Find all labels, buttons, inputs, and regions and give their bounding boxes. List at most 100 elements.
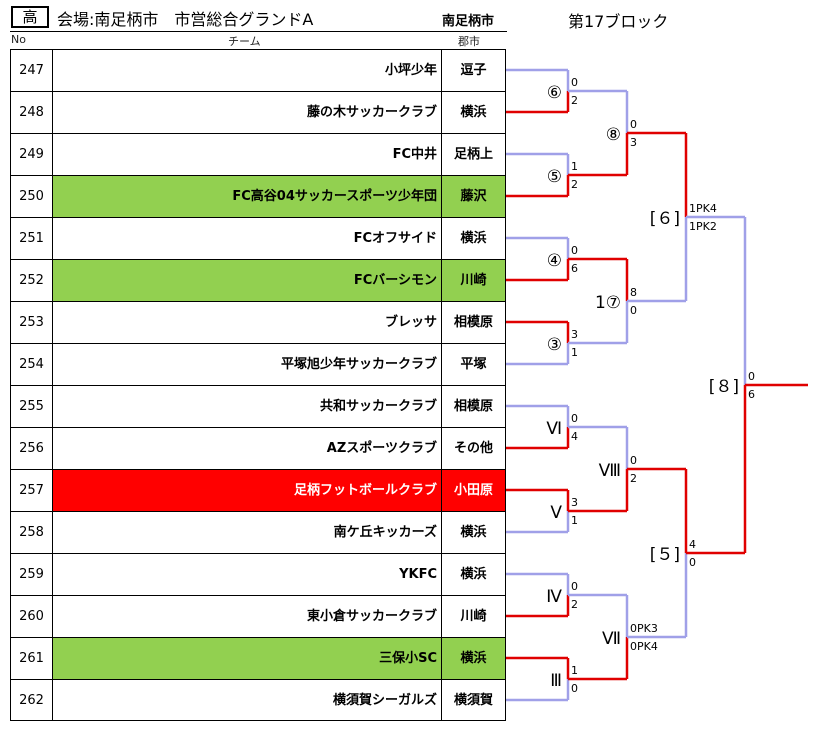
- match-label: ⑥: [547, 83, 562, 103]
- team-city: 平塚: [460, 357, 487, 372]
- team-number: 253: [11, 302, 53, 343]
- match-score-bottom: 1: [571, 514, 578, 527]
- team-city: 逗子: [460, 63, 487, 78]
- team-number: 258: [11, 512, 53, 553]
- match-score-top: 0: [571, 76, 578, 89]
- match-score-top: 1: [571, 160, 578, 173]
- team-city: 相模原: [453, 315, 493, 330]
- match-label: ⑧: [606, 125, 621, 145]
- match-label: 1⑦: [595, 293, 621, 313]
- match-label: ③: [547, 335, 562, 355]
- match-score-bottom: 3: [630, 136, 637, 149]
- team-number: 248: [11, 92, 53, 133]
- match-label: [６]: [650, 209, 680, 229]
- team-name: 小坪少年: [53, 50, 442, 91]
- match-label: Ⅴ: [550, 503, 562, 523]
- team-city: 横須賀: [453, 693, 493, 708]
- team-number: 247: [11, 50, 53, 91]
- grade-badge: 高: [11, 6, 49, 28]
- team-city: 藤沢: [442, 176, 505, 217]
- match-score-top: 0PK3: [630, 622, 658, 635]
- team-city: 足柄上: [453, 147, 493, 162]
- column-header-no: No: [11, 33, 26, 46]
- team-number: 256: [11, 428, 53, 469]
- column-header-team: チーム: [228, 35, 261, 48]
- host-city-label: 南足柄市: [442, 14, 495, 29]
- team-name: AZスポーツクラブ: [53, 428, 442, 469]
- team-name: 平塚旭少年サッカークラブ: [53, 344, 442, 385]
- team-number: 260: [11, 596, 53, 637]
- team-city: その他: [453, 441, 493, 456]
- team-name: 東小倉サッカークラブ: [53, 596, 442, 637]
- match-score-bottom: 1PK2: [689, 220, 717, 233]
- match-score-bottom: 1: [571, 346, 578, 359]
- header-divider: [10, 31, 507, 32]
- team-name: 共和サッカークラブ: [53, 386, 442, 427]
- match-score-top: 3: [571, 496, 578, 509]
- match-score-bottom: 0: [571, 682, 578, 695]
- team-number: 255: [11, 386, 53, 427]
- match-label: Ⅲ: [550, 671, 562, 691]
- team-name: FC高谷04サッカースポーツ少年団: [53, 176, 442, 217]
- match-score-top: 3: [571, 328, 578, 341]
- team-city: 小田原: [442, 470, 505, 511]
- team-city: 横浜: [460, 525, 487, 540]
- team-city: 横浜: [442, 638, 505, 679]
- team-city: 相模原: [453, 399, 493, 414]
- match-score-top: 4: [689, 538, 696, 551]
- match-score-top: 0: [571, 580, 578, 593]
- match-score-bottom: 2: [571, 178, 578, 191]
- match-score-bottom: 2: [571, 598, 578, 611]
- block-title: 第17ブロック: [568, 12, 669, 31]
- team-name: 南ケ丘キッカーズ: [53, 512, 442, 553]
- team-number: 254: [11, 344, 53, 385]
- match-label: Ⅷ: [599, 461, 621, 481]
- team-city: 横浜: [460, 105, 487, 120]
- column-header-city: 郡市: [458, 35, 480, 48]
- team-number: 251: [11, 218, 53, 259]
- match-score-bottom: 2: [630, 472, 637, 485]
- team-number: 262: [11, 680, 53, 721]
- match-label: Ⅳ: [546, 587, 562, 607]
- match-label: ④: [547, 251, 562, 271]
- team-name: FC中井: [53, 134, 442, 175]
- venue-title: 会場:南足柄市 市営総合グランドA: [57, 10, 314, 29]
- match-score-top: 1PK4: [689, 202, 717, 215]
- team-name: FCバーシモン: [53, 260, 442, 301]
- match-score-bottom: 2: [571, 94, 578, 107]
- match-score-top: 0: [571, 244, 578, 257]
- team-city: 横浜: [460, 567, 487, 582]
- match-score-bottom: 0PK4: [630, 640, 658, 653]
- team-name: ブレッサ: [53, 302, 442, 343]
- match-label: Ⅶ: [602, 629, 621, 649]
- match-score-bottom: 0: [630, 304, 637, 317]
- match-score-bottom: 6: [748, 388, 755, 401]
- team-name: 足柄フットボールクラブ: [53, 470, 442, 511]
- team-city: 川崎: [460, 609, 487, 624]
- match-score-bottom: 0: [689, 556, 696, 569]
- team-name: 藤の木サッカークラブ: [53, 92, 442, 133]
- team-city: 川崎: [442, 260, 505, 301]
- team-number: 250: [11, 176, 53, 217]
- match-label: [８]: [709, 377, 739, 397]
- team-number: 261: [11, 638, 53, 679]
- match-score-top: 1: [571, 664, 578, 677]
- team-number: 257: [11, 470, 53, 511]
- team-number: 249: [11, 134, 53, 175]
- match-score-top: 8: [630, 286, 637, 299]
